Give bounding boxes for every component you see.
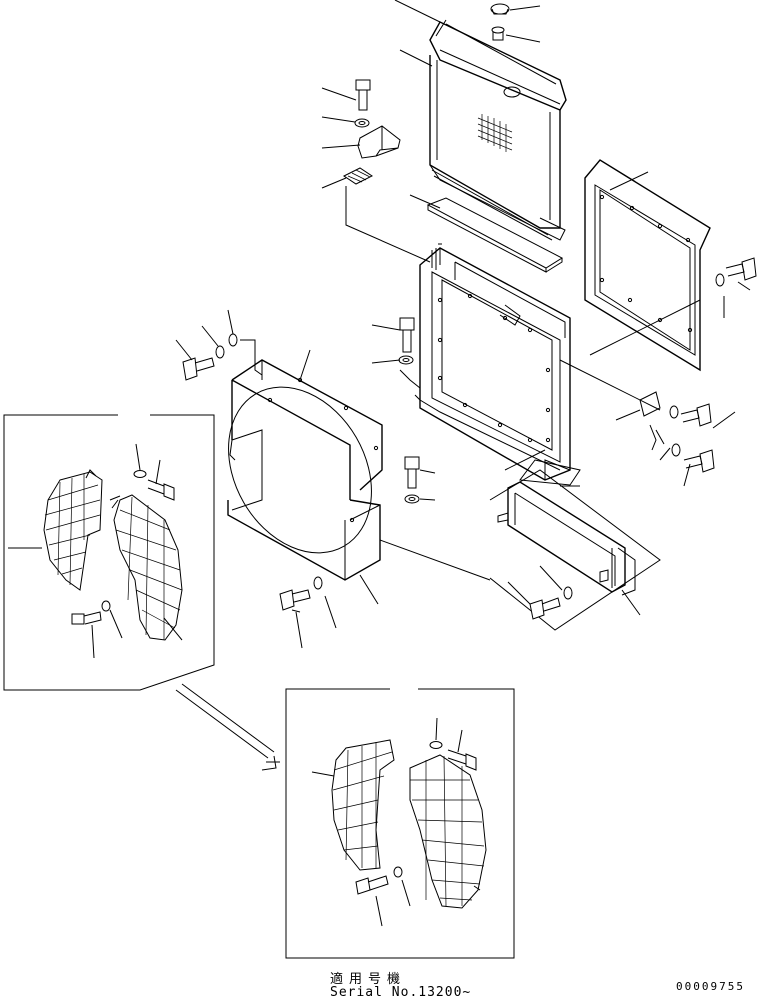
radiator-core [429,19,567,241]
washer [563,586,573,600]
clip-bracket [639,391,665,451]
oil-cooler [489,469,661,631]
radiator-frame [414,243,581,486]
bolt [355,79,371,111]
radiator-cap [490,3,510,41]
serial-number-label: Serial No.13200~ [330,985,472,1000]
leader-lines [175,0,751,649]
mounting-bracket [343,125,401,185]
washer [404,494,420,504]
detail-arrow [175,683,277,771]
bolt [683,449,715,473]
drawing-number: 00009755 [676,980,745,993]
detail-view-before [3,414,215,691]
bolt [680,403,712,427]
detail-view-after [266,688,515,959]
washer [313,576,323,590]
washer [715,273,725,287]
washer [215,345,225,359]
fan-shroud [227,359,383,581]
bolt [404,456,420,489]
bolt [182,357,215,381]
washer [669,405,679,419]
bolt [279,589,311,611]
washer [228,333,238,347]
bolt [399,317,415,353]
washer [354,118,370,128]
cushion-plate [426,197,564,273]
side-seal-plate [584,159,711,372]
washer [398,355,414,365]
applicability-label: 適用号機 [330,972,407,987]
bolt [725,257,757,281]
washer [671,443,681,457]
bolt [529,597,561,620]
